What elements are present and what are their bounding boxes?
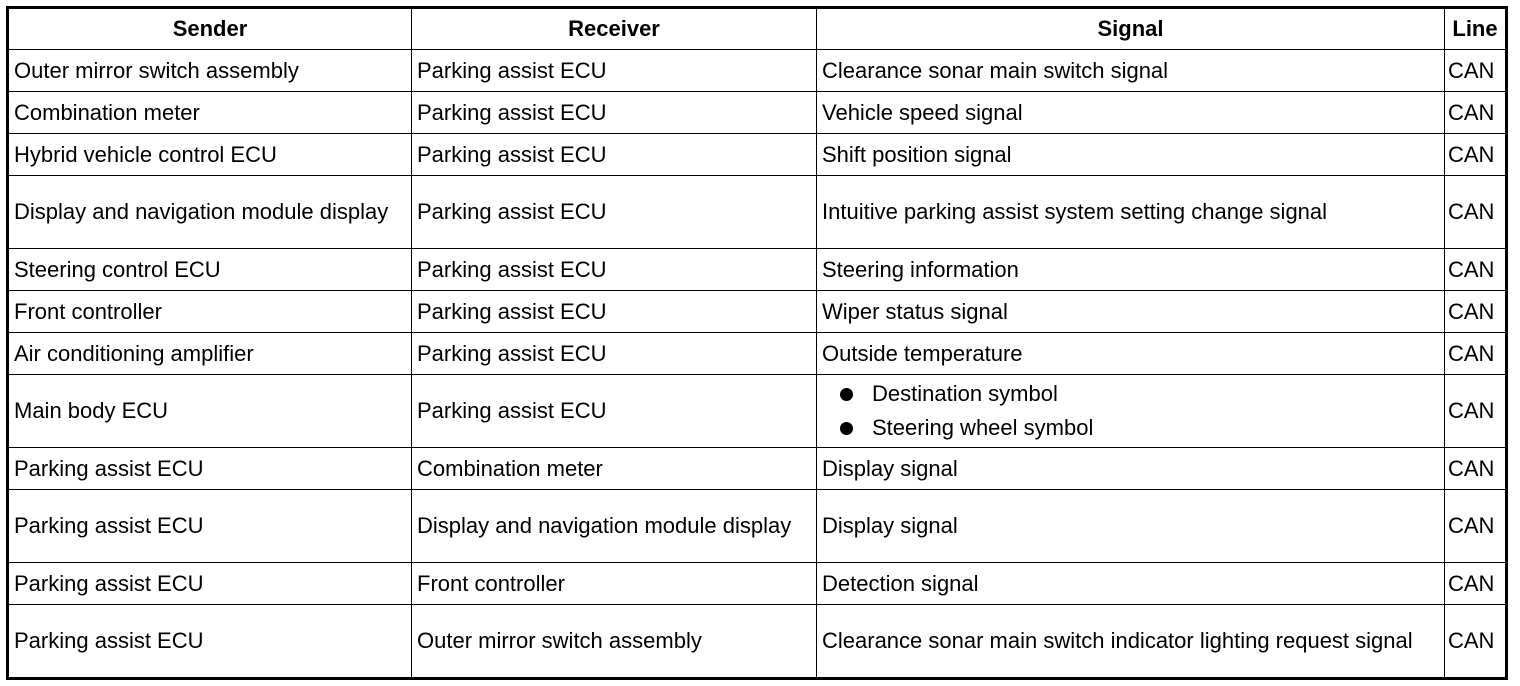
line-cell: CAN: [1444, 374, 1507, 448]
can-signal-table: Sender Receiver Signal Line Outer mirror…: [6, 6, 1508, 680]
receiver-cell: Outer mirror switch assembly: [411, 604, 817, 679]
line-cell: CAN: [1444, 175, 1507, 249]
signal-cell: Vehicle speed signal: [816, 91, 1445, 134]
receiver-cell: Parking assist ECU: [411, 49, 817, 92]
line-cell: CAN: [1444, 248, 1507, 291]
header-signal: Signal: [816, 7, 1445, 50]
receiver-cell: Parking assist ECU: [411, 175, 817, 249]
table-row: Parking assist ECU Display and navigatio…: [7, 489, 1507, 563]
signal-bullet-item: Steering wheel symbol: [840, 411, 1439, 445]
receiver-cell: Parking assist ECU: [411, 374, 817, 448]
signal-bullet-item: Destination symbol: [840, 377, 1439, 411]
line-cell: CAN: [1444, 562, 1507, 605]
line-cell: CAN: [1444, 604, 1507, 679]
sender-cell: Parking assist ECU: [7, 489, 412, 563]
signal-cell: Clearance sonar main switch signal: [816, 49, 1445, 92]
table-row: Air conditioning amplifier Parking assis…: [7, 332, 1507, 375]
line-cell: CAN: [1444, 91, 1507, 134]
sender-cell: Combination meter: [7, 91, 412, 134]
signal-bullet-text: Destination symbol: [872, 381, 1058, 406]
header-line: Line: [1444, 7, 1507, 50]
table-row: Combination meter Parking assist ECU Veh…: [7, 91, 1507, 134]
signal-cell: Intuitive parking assist system setting …: [816, 175, 1445, 249]
sender-cell: Steering control ECU: [7, 248, 412, 291]
signal-cell: Shift position signal: [816, 133, 1445, 176]
receiver-cell: Parking assist ECU: [411, 290, 817, 333]
line-cell: CAN: [1444, 133, 1507, 176]
receiver-cell: Parking assist ECU: [411, 332, 817, 375]
signal-cell: Display signal: [816, 489, 1445, 563]
sender-cell: Outer mirror switch assembly: [7, 49, 412, 92]
signal-cell: Steering information: [816, 248, 1445, 291]
table-row: Steering control ECU Parking assist ECU …: [7, 248, 1507, 291]
signal-cell: Destination symbol Steering wheel symbol: [816, 374, 1445, 448]
sender-cell: Front controller: [7, 290, 412, 333]
line-cell: CAN: [1444, 49, 1507, 92]
table-row: Front controller Parking assist ECU Wipe…: [7, 290, 1507, 333]
line-cell: CAN: [1444, 489, 1507, 563]
signal-bullet-list: Destination symbol Steering wheel symbol: [822, 377, 1439, 445]
signal-cell: Wiper status signal: [816, 290, 1445, 333]
sender-cell: Parking assist ECU: [7, 604, 412, 679]
table-row: Outer mirror switch assembly Parking ass…: [7, 49, 1507, 92]
receiver-cell: Parking assist ECU: [411, 133, 817, 176]
bullet-dot-icon: [840, 422, 853, 435]
line-cell: CAN: [1444, 290, 1507, 333]
bullet-dot-icon: [840, 388, 853, 401]
receiver-cell: Parking assist ECU: [411, 91, 817, 134]
signal-cell: Detection signal: [816, 562, 1445, 605]
receiver-cell: Display and navigation module display: [411, 489, 817, 563]
table-row: Parking assist ECU Combination meter Dis…: [7, 447, 1507, 490]
table-row: Display and navigation module display Pa…: [7, 175, 1507, 249]
sender-cell: Hybrid vehicle control ECU: [7, 133, 412, 176]
table-row: Parking assist ECU Outer mirror switch a…: [7, 604, 1507, 679]
signal-bullet-text: Steering wheel symbol: [872, 415, 1094, 440]
header-receiver: Receiver: [411, 7, 817, 50]
sender-cell: Display and navigation module display: [7, 175, 412, 249]
signal-cell: Clearance sonar main switch indicator li…: [816, 604, 1445, 679]
table-row: Main body ECU Parking assist ECU Destina…: [7, 374, 1507, 448]
line-cell: CAN: [1444, 332, 1507, 375]
receiver-cell: Combination meter: [411, 447, 817, 490]
document-page: Sender Receiver Signal Line Outer mirror…: [6, 6, 1508, 680]
sender-cell: Parking assist ECU: [7, 447, 412, 490]
table-row: Parking assist ECU Front controller Dete…: [7, 562, 1507, 605]
signal-cell: Display signal: [816, 447, 1445, 490]
signal-cell: Outside temperature: [816, 332, 1445, 375]
line-cell: CAN: [1444, 447, 1507, 490]
header-sender: Sender: [7, 7, 412, 50]
table-header-row: Sender Receiver Signal Line: [7, 7, 1507, 50]
sender-cell: Main body ECU: [7, 374, 412, 448]
receiver-cell: Parking assist ECU: [411, 248, 817, 291]
sender-cell: Parking assist ECU: [7, 562, 412, 605]
table-row: Hybrid vehicle control ECU Parking assis…: [7, 133, 1507, 176]
receiver-cell: Front controller: [411, 562, 817, 605]
sender-cell: Air conditioning amplifier: [7, 332, 412, 375]
